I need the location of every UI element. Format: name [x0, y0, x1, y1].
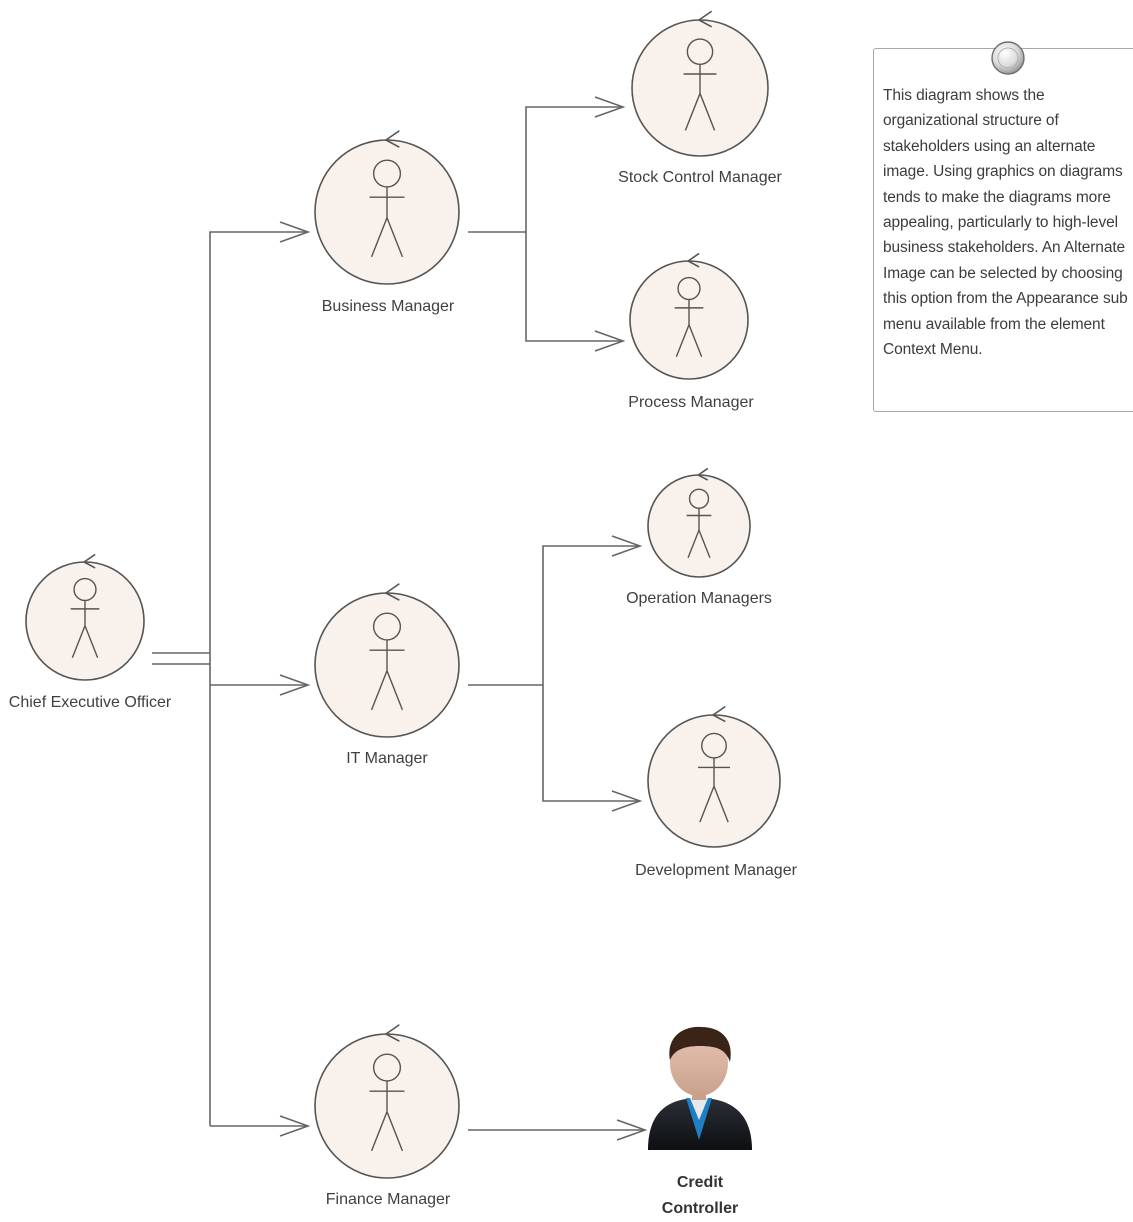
note-text: This diagram shows the organizational st…: [883, 87, 1128, 359]
actor-arrow-icon: [686, 252, 700, 268]
arrow-to-credit: [616, 1119, 648, 1141]
arrow-to-it: [279, 674, 311, 696]
actor-label-it-manager: IT Manager: [346, 750, 428, 767]
actor-development[interactable]: [647, 705, 781, 848]
stick-figure-icon: [70, 577, 100, 659]
actor-arrow-icon: [82, 553, 96, 569]
credit-controller-avatar-icon[interactable]: [648, 1026, 752, 1150]
arrow-to-operation: [611, 535, 643, 557]
actor-ceo[interactable]: [25, 553, 145, 681]
actor-finance[interactable]: [314, 1024, 460, 1179]
actor-label-business-manager: Business Manager: [321, 298, 455, 315]
note-pin-icon: [991, 41, 1025, 75]
arrow-to-stock: [594, 96, 626, 118]
connector-it-branch: [542, 545, 640, 802]
actor-label-stock-control-manager: Stock Control Manager: [618, 169, 782, 186]
actor-stock[interactable]: [631, 10, 769, 157]
arrow-to-development: [611, 790, 643, 812]
actor-it[interactable]: [314, 583, 460, 738]
diagram-note[interactable]: This diagram shows the organizational st…: [873, 48, 1133, 412]
stick-figure-icon: [369, 612, 405, 711]
actor-label-development-manager: Development Manager: [635, 862, 797, 879]
stick-figure-icon: [674, 276, 704, 358]
connectors: [152, 96, 648, 1141]
actor-label-process-manager: Process Manager: [628, 394, 754, 411]
stick-figure-icon: [683, 38, 717, 131]
actor-arrow-icon: [384, 583, 400, 601]
actor-label-ceo: Chief Executive Officer: [8, 694, 172, 711]
stick-figure-icon: [697, 732, 731, 823]
connector-business-branch: [525, 106, 623, 342]
actor-process[interactable]: [629, 252, 749, 380]
stick-figure-icon: [369, 159, 405, 258]
actor-label-credit-controller: Credit Controller: [661, 1174, 739, 1217]
actor-arrow-icon: [711, 705, 726, 723]
actors: [25, 10, 781, 1179]
stick-figure-icon: [686, 488, 712, 559]
actor-arrow-icon: [697, 10, 713, 28]
actor-arrow-icon: [384, 130, 400, 148]
arrow-to-business: [279, 221, 311, 243]
actor-operation[interactable]: [647, 467, 751, 578]
stick-figure-icon: [369, 1053, 405, 1152]
actor-arrow-icon: [384, 1024, 400, 1042]
actor-label-operation-managers: Operation Managers: [626, 590, 772, 607]
arrow-to-process: [594, 330, 626, 352]
actor-business[interactable]: [314, 130, 460, 285]
actor-arrow-icon: [696, 467, 709, 481]
arrow-to-finance: [279, 1115, 311, 1137]
connector-ceo-spine: [209, 231, 308, 1126]
actor-label-finance-manager: Finance Manager: [325, 1191, 451, 1208]
